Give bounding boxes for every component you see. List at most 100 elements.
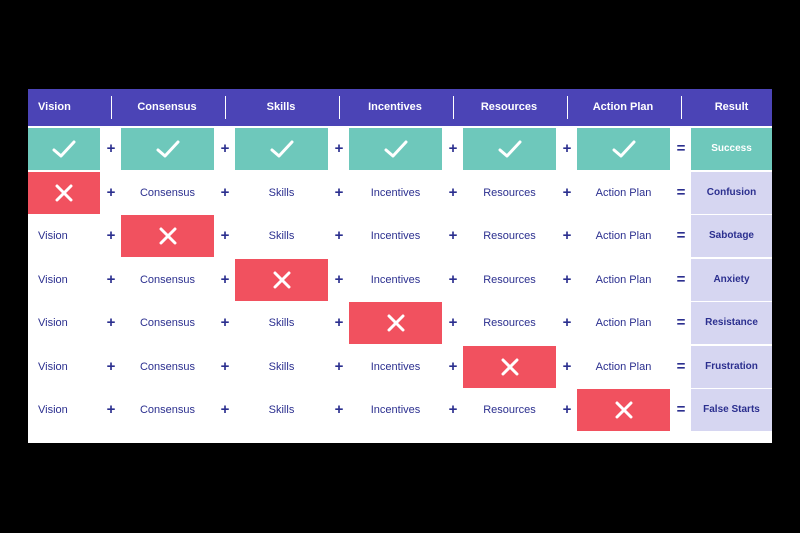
equals-operator: = — [676, 314, 686, 331]
success-cell — [121, 128, 214, 170]
header-action-plan: Action Plan — [592, 101, 654, 113]
plus-operator: + — [562, 357, 572, 375]
cell-label: Action Plan — [595, 317, 652, 329]
cell-label: Incentives — [370, 186, 421, 199]
cell-label: Action Plan — [595, 360, 652, 373]
checkmark-icon — [498, 140, 521, 158]
cell-label: Vision — [38, 230, 68, 242]
missing-cell — [121, 215, 214, 257]
cross-icon — [387, 314, 404, 332]
cell-label: Action Plan — [595, 273, 652, 286]
header-consensus: Consensus — [137, 101, 197, 113]
cell-label: Consensus — [139, 273, 196, 286]
checkmark-icon — [156, 140, 179, 158]
plus-operator: + — [448, 401, 458, 418]
plus-operator: + — [562, 401, 572, 418]
plus-operator: + — [106, 227, 116, 244]
missing-cell — [463, 345, 556, 388]
plus-operator: + — [334, 227, 344, 244]
plus-operator: + — [448, 270, 458, 288]
cell-label: Incentives — [370, 273, 421, 286]
plus-operator: + — [220, 227, 230, 244]
plus-operator: + — [562, 140, 572, 157]
missing-cell — [235, 258, 328, 301]
header-divider — [339, 96, 340, 119]
cell-label: Vision — [38, 404, 68, 416]
cross-icon — [55, 184, 73, 201]
header-incentives: Incentives — [368, 101, 422, 113]
cell-label: Action Plan — [595, 186, 652, 199]
cross-icon — [159, 227, 176, 245]
cross-icon — [615, 401, 632, 419]
missing-cell — [28, 171, 100, 214]
plus-operator: + — [220, 401, 230, 418]
equals-operator: = — [676, 140, 686, 157]
plus-operator: + — [220, 183, 230, 201]
plus-operator: + — [562, 270, 572, 288]
cell-label: Skills — [268, 317, 295, 329]
header-divider — [111, 96, 112, 119]
cross-icon — [273, 271, 290, 288]
plus-operator: + — [220, 314, 230, 331]
cell-label: Consensus — [139, 404, 196, 416]
plus-operator: + — [106, 270, 116, 288]
plus-operator: + — [220, 270, 230, 288]
cross-icon — [501, 358, 518, 375]
plus-operator: + — [448, 357, 458, 375]
checkmark-icon — [612, 140, 635, 158]
missing-cell — [349, 302, 442, 344]
plus-operator: + — [334, 314, 344, 331]
cell-label: Skills — [268, 404, 295, 416]
plus-operator: + — [334, 140, 344, 157]
checkmark-icon — [270, 140, 293, 158]
plus-operator: + — [106, 401, 116, 418]
result-cell: Resistance — [691, 302, 772, 344]
cell-label: Action Plan — [595, 230, 652, 242]
missing-cell — [577, 389, 670, 431]
cell-label: Resources — [483, 317, 536, 329]
result-cell: Frustration — [691, 345, 772, 388]
plus-operator: + — [334, 401, 344, 418]
plus-operator: + — [220, 357, 230, 375]
plus-operator: + — [106, 183, 116, 201]
plus-operator: + — [448, 227, 458, 244]
header-divider — [567, 96, 568, 119]
success-cell — [577, 128, 670, 170]
equals-operator: = — [676, 183, 686, 201]
cell-label: Incentives — [370, 230, 421, 242]
result-cell: Sabotage — [691, 215, 772, 257]
cell-label: Vision — [38, 317, 68, 329]
header-divider — [453, 96, 454, 119]
plus-operator: + — [220, 140, 230, 157]
result-cell: Confusion — [691, 171, 772, 214]
success-cell — [28, 128, 100, 170]
cell-label: Skills — [268, 186, 295, 199]
plus-operator: + — [448, 183, 458, 201]
equals-operator: = — [676, 357, 686, 375]
plus-operator: + — [562, 227, 572, 244]
cell-label: Vision — [38, 360, 68, 373]
header-divider — [681, 96, 682, 119]
cell-label: Incentives — [370, 404, 421, 416]
cell-label: Vision — [38, 273, 68, 286]
plus-operator: + — [334, 270, 344, 288]
cell-label: Resources — [483, 404, 536, 416]
cell-label: Resources — [483, 273, 536, 286]
plus-operator: + — [562, 314, 572, 331]
header-skills: Skills — [266, 101, 296, 113]
success-cell — [349, 128, 442, 170]
plus-operator: + — [334, 183, 344, 201]
success-cell — [235, 128, 328, 170]
plus-operator: + — [106, 314, 116, 331]
equals-operator: = — [676, 227, 686, 244]
equals-operator: = — [676, 401, 686, 418]
result-cell: Anxiety — [691, 258, 772, 301]
header-divider — [225, 96, 226, 119]
result-cell: Success — [691, 128, 772, 170]
cell-label: Resources — [483, 230, 536, 242]
cell-label: Resources — [483, 186, 536, 199]
plus-operator: + — [448, 314, 458, 331]
plus-operator: + — [448, 140, 458, 157]
